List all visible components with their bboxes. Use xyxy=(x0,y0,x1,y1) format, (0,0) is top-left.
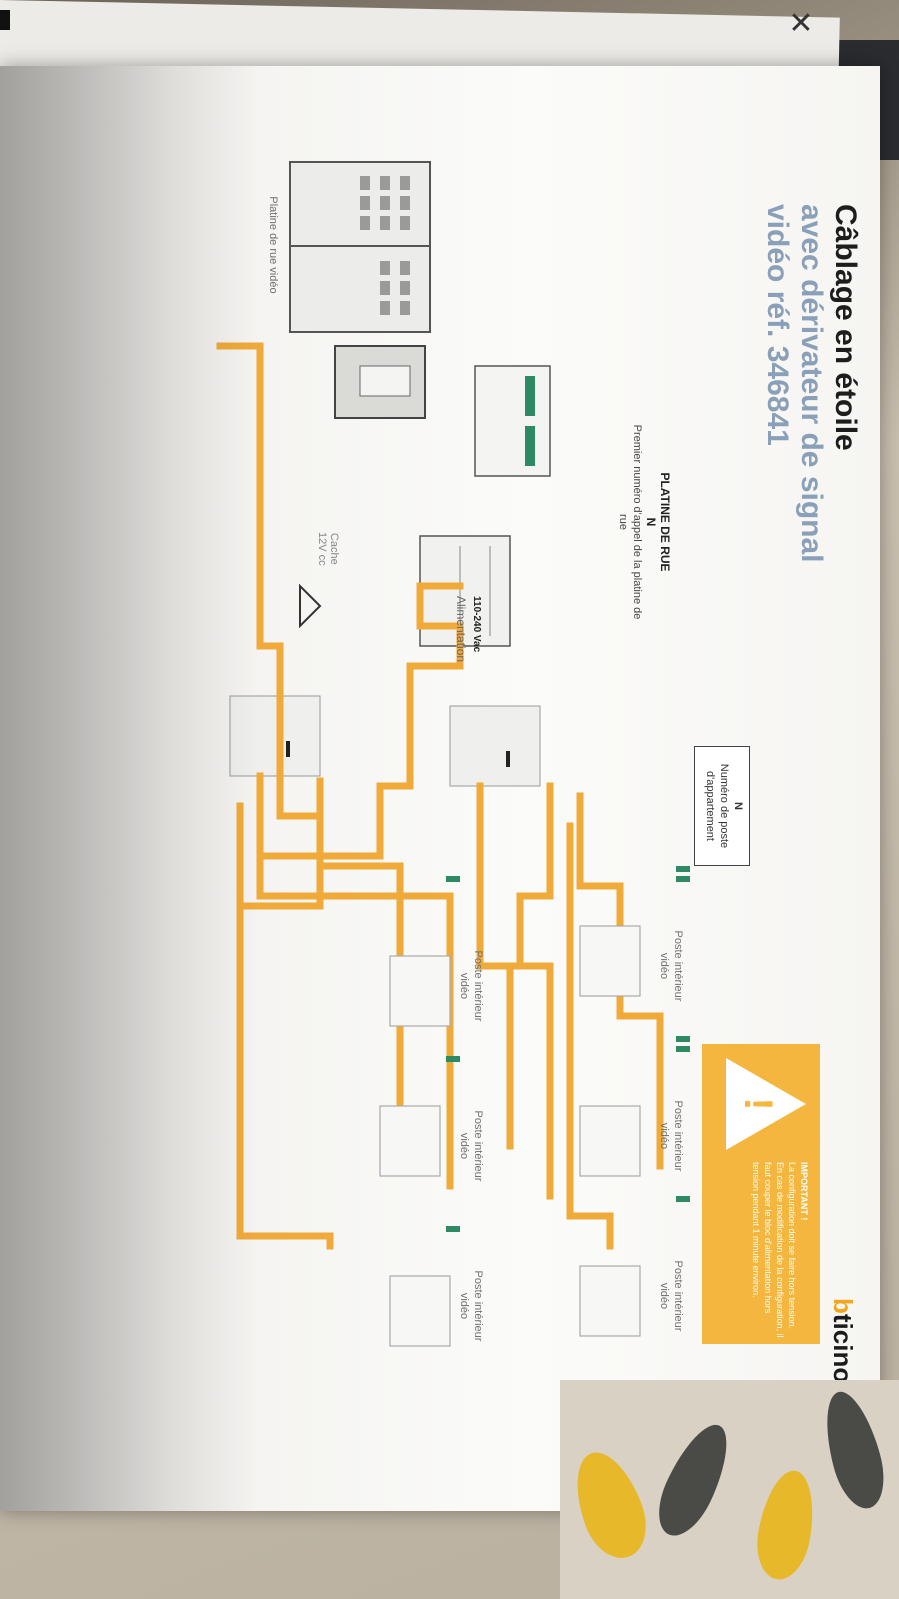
platine-block: PLATINE DE RUE N Premier numéro d'appel … xyxy=(616,422,672,622)
voltage-label: 110-240 Vac xyxy=(471,596,482,653)
platine-desc: Premier numéro d'appel de la platine de … xyxy=(617,424,643,620)
station-label-1: Poste intérieur vidéo xyxy=(658,930,684,1002)
platine-title: PLATINE DE RUE xyxy=(658,472,672,572)
station-label-5: Poste intérieur vidéo xyxy=(458,1110,484,1182)
instruction-sheet: Câblage en étoile avec dérivateur de sig… xyxy=(0,66,880,1511)
sheet-content: Câblage en étoile avec dérivateur de sig… xyxy=(0,66,880,1511)
cushion-fabric xyxy=(560,1380,899,1599)
street-panel-label: Platine de rue vidéo xyxy=(267,196,279,294)
station-label-2: Poste intérieur vidéo xyxy=(658,1100,684,1172)
close-icon[interactable]: ✕ xyxy=(788,7,814,40)
cache-label: Cache 12V cc xyxy=(316,532,340,566)
station-label-3: Poste intérieur vidéo xyxy=(658,1260,684,1332)
station-label-6: Poste intérieur vidéo xyxy=(458,1270,484,1342)
apartment-number-box: N Numéro de poste d'appartement xyxy=(694,746,750,866)
power-label: Alimentation xyxy=(454,596,468,663)
station-label-4: Poste intérieur vidéo xyxy=(458,950,484,1022)
platine-n: N xyxy=(644,517,658,527)
wiring-diagram xyxy=(216,161,690,1347)
left-tab xyxy=(0,10,10,30)
